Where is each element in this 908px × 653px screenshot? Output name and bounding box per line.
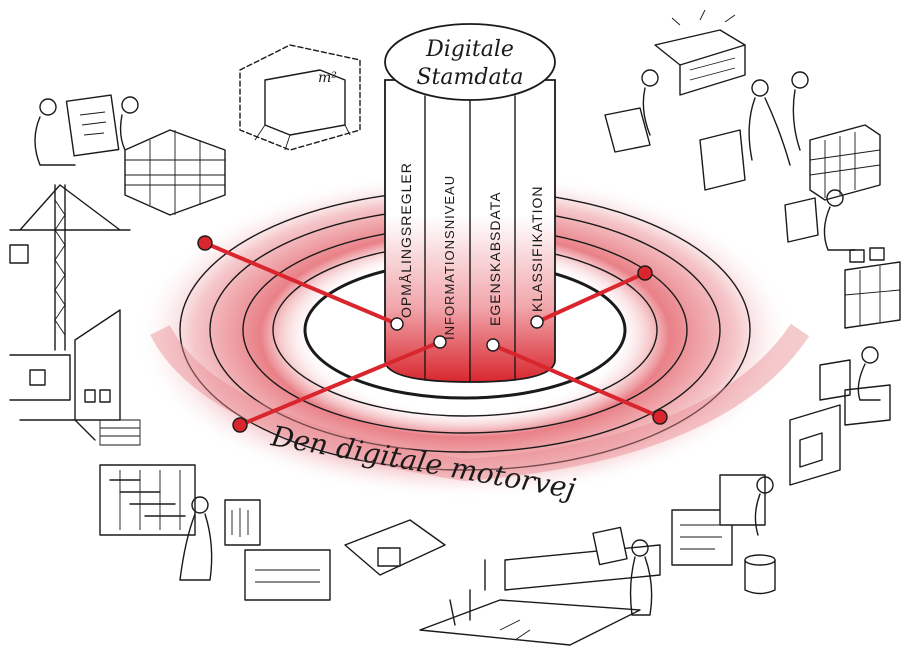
cylinder-title-line1: Digitale xyxy=(425,37,514,62)
sketch-person-at-screen xyxy=(784,189,856,251)
cylinder-socket-3 xyxy=(486,338,500,352)
sketch-designers-with-laptop xyxy=(604,9,881,201)
sketch-schedule-and-worker xyxy=(99,464,331,601)
column-label-information-level: INFORMATIONSNIVEAU xyxy=(442,175,457,340)
sketch-crane-and-buildings xyxy=(9,184,141,446)
digital-master-data-cylinder: Digitale Stamdata OPMÅLINGSREGLER INFORM… xyxy=(384,23,556,383)
spoke-upper-left xyxy=(204,241,398,326)
spoke-node-lower-right xyxy=(652,409,668,425)
column-label-measurement-rules: OPMÅLINGSREGLER xyxy=(398,162,414,318)
cylinder-socket-2 xyxy=(433,335,447,349)
sketch-planners-with-building xyxy=(34,94,226,216)
spoke-lower-left xyxy=(239,340,441,427)
sketch-window-element xyxy=(789,346,891,486)
spoke-upper-right xyxy=(536,271,646,324)
sketch-furniture-grid xyxy=(844,247,901,329)
ring-lower-band xyxy=(150,323,810,482)
spoke-node-upper-right xyxy=(637,265,653,281)
column-label-property-data: EGENSKABSDATA xyxy=(487,191,503,326)
area-label: m² xyxy=(318,70,337,86)
cylinder-socket-1 xyxy=(390,317,404,331)
column-label-classification: KLASSIFIKATION xyxy=(529,185,545,312)
spoke-node-lower-left xyxy=(232,417,248,433)
connector-spokes xyxy=(197,235,668,433)
cylinder-socket-4 xyxy=(530,315,544,329)
sketch-room-area: m² xyxy=(239,44,361,151)
spoke-lower-right xyxy=(492,343,661,419)
sketch-site-worker xyxy=(592,474,776,616)
cylinder-title-line2: Stamdata xyxy=(416,65,523,90)
spoke-node-upper-left xyxy=(197,235,213,251)
